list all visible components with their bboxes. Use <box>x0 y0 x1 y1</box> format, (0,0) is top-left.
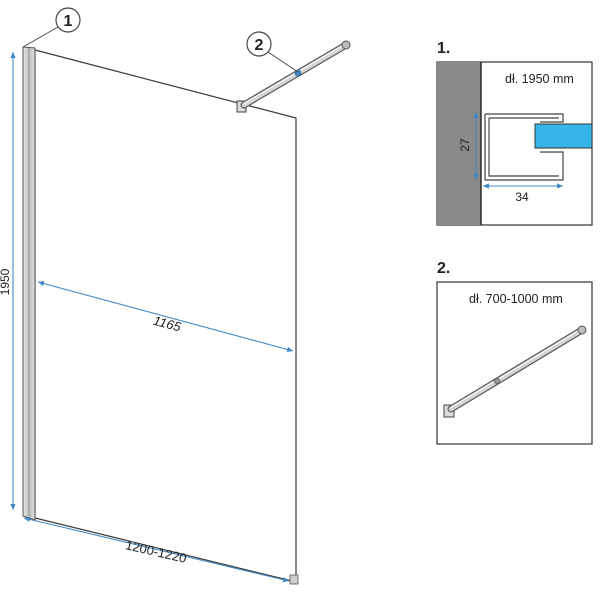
dimension-panel-width-label: 1165 <box>152 313 184 335</box>
stabilizer-rod <box>240 40 351 109</box>
detail-1-length-label: dł. 1950 mm <box>505 72 574 86</box>
detail-2-rod <box>443 325 587 418</box>
callout-1: 1 <box>22 7 81 48</box>
detail-2-frame <box>436 281 593 445</box>
callout-2: 2 <box>246 31 299 73</box>
detail-2-length-label: dł. 700-1000 mm <box>469 292 563 306</box>
dimension-height: 1950 <box>0 52 16 510</box>
detail-1: 1. 27 34 dł. 1950 mm <box>436 40 593 226</box>
shower-panel-drawing: 1 2 1950 1165 1200-1220 <box>0 7 351 585</box>
dimension-height-label: 1950 <box>0 268 12 295</box>
detail-1-title: 1. <box>437 40 450 57</box>
detail-1-glass <box>534 123 593 149</box>
detail-2-title: 2. <box>437 260 450 277</box>
dimension-panel-width: 1165 <box>37 281 294 352</box>
callout-1-number: 1 <box>64 13 73 30</box>
detail-1-dim-horizontal-label: 34 <box>515 190 529 204</box>
panel-foot <box>289 574 299 585</box>
detail-1-dim-vertical-label: 27 <box>458 138 472 152</box>
detail-1-profile <box>484 113 564 181</box>
detail-2: 2. dł. 700-1000 mm <box>436 260 593 445</box>
callout-2-number: 2 <box>255 37 264 54</box>
rod-end-cap <box>341 40 351 50</box>
